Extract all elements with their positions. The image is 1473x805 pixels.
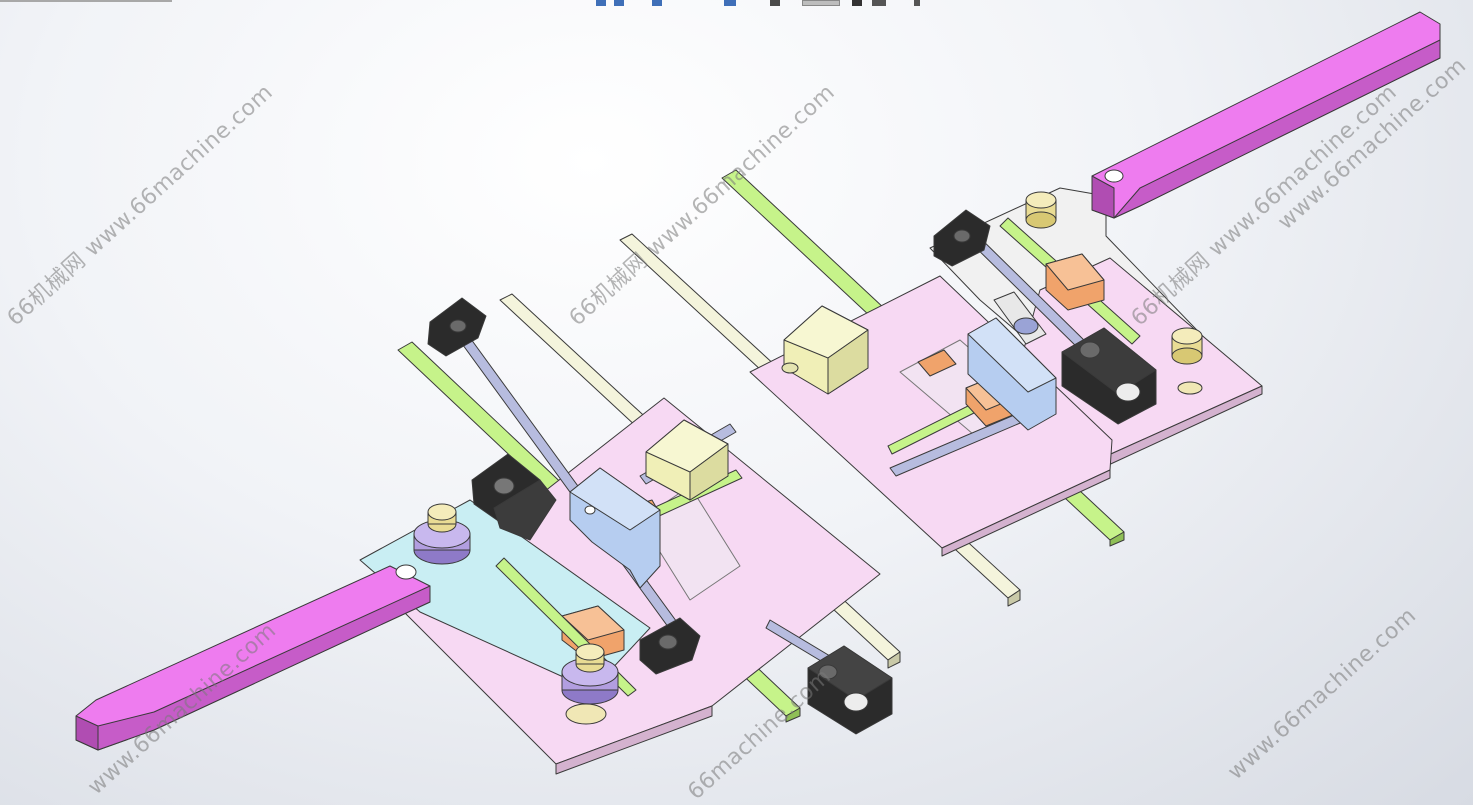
right-linear-block-top <box>1045 253 1105 311</box>
left-screw-end-bracket-top <box>427 297 487 357</box>
left-nut-housing <box>569 467 661 589</box>
right-motor-block <box>781 305 869 395</box>
right-locating-post-bottom <box>1171 327 1203 395</box>
right-screw-end-bracket-top <box>933 209 991 267</box>
detached-screw-support-block <box>807 645 893 735</box>
feature-tree-edge <box>0 0 172 2</box>
display-style-icon[interactable] <box>770 0 780 6</box>
left-locating-post-bottom <box>561 643 619 725</box>
appearance-dropdown[interactable] <box>802 0 840 6</box>
left-screw-support-block <box>471 453 557 541</box>
view-settings-icon[interactable] <box>872 0 886 6</box>
left-motor-block <box>645 419 729 501</box>
right-gripper-arm <box>1091 11 1441 219</box>
right-screw-support-block <box>1061 327 1157 425</box>
scene-icon[interactable] <box>852 0 862 6</box>
left-screw-end-bracket-bottom <box>639 617 701 675</box>
left-gripper-arm <box>75 564 431 751</box>
right-coupler <box>993 291 1047 345</box>
view-orientation-icon[interactable] <box>596 0 606 6</box>
heads-up-toolbar <box>0 0 1473 6</box>
left-locating-post-top <box>413 503 471 565</box>
left-cutout-window <box>639 485 741 601</box>
more-icon[interactable] <box>914 0 920 6</box>
rotate-icon[interactable] <box>652 0 662 6</box>
right-nut-housing <box>967 317 1057 431</box>
right-lower-shaft <box>887 395 1047 477</box>
zoom-icon[interactable] <box>614 0 624 6</box>
right-linear-block-small <box>917 349 957 377</box>
right-locating-post-top <box>1025 191 1057 229</box>
section-view-icon[interactable] <box>724 0 736 6</box>
